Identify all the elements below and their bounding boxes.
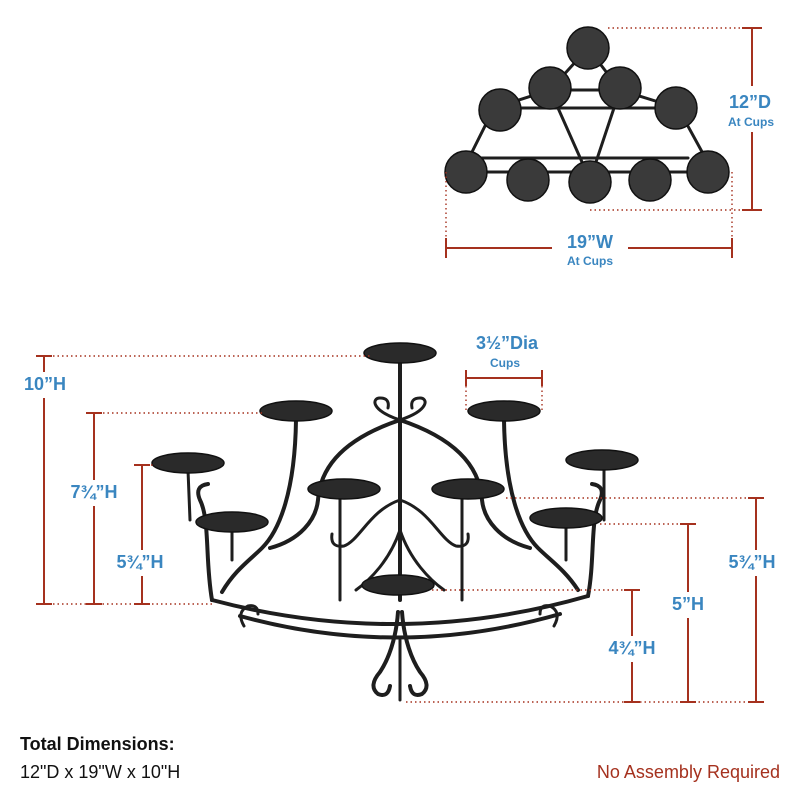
height-5-label: 5”H — [672, 594, 704, 614]
height-5-3-4-right-label: 5¾”H — [728, 552, 775, 572]
left-height-dimensions: 10”H 7¾”H 5¾”H — [22, 355, 370, 605]
depth-note: At Cups — [728, 115, 774, 129]
height-5-3-4-left-label: 5¾”H — [116, 552, 163, 572]
depth-dimension: 12”D At Cups — [590, 27, 782, 211]
right-height-dimensions: 4¾”H 5”H 5¾”H — [406, 497, 786, 703]
width-dimension: 19”W At Cups — [445, 172, 733, 270]
front-view: 3½”Dia Cups 10”H 7¾”H 5¾” — [22, 333, 786, 703]
width-value: 19”W — [567, 232, 613, 252]
height-7-3-4-label: 7¾”H — [70, 482, 117, 502]
cup-diameter-dimension: 3½”Dia Cups — [465, 333, 543, 411]
cup-diameter-note: Cups — [490, 356, 520, 370]
width-note: At Cups — [567, 254, 613, 268]
assembly-note: No Assembly Required — [596, 762, 780, 782]
height-4-3-4-label: 4¾”H — [608, 638, 655, 658]
depth-value: 12”D — [729, 92, 771, 112]
height-10-label: 10”H — [24, 374, 66, 394]
top-view: 12”D At Cups 19”W At Cups — [444, 26, 782, 270]
total-dimensions-label: Total Dimensions: — [20, 734, 175, 754]
front-view-cups — [151, 342, 639, 596]
cup-diameter-value: 3½”Dia — [476, 333, 539, 353]
top-view-cups — [444, 26, 730, 204]
total-dimensions-value: 12"D x 19"W x 10"H — [20, 762, 181, 782]
